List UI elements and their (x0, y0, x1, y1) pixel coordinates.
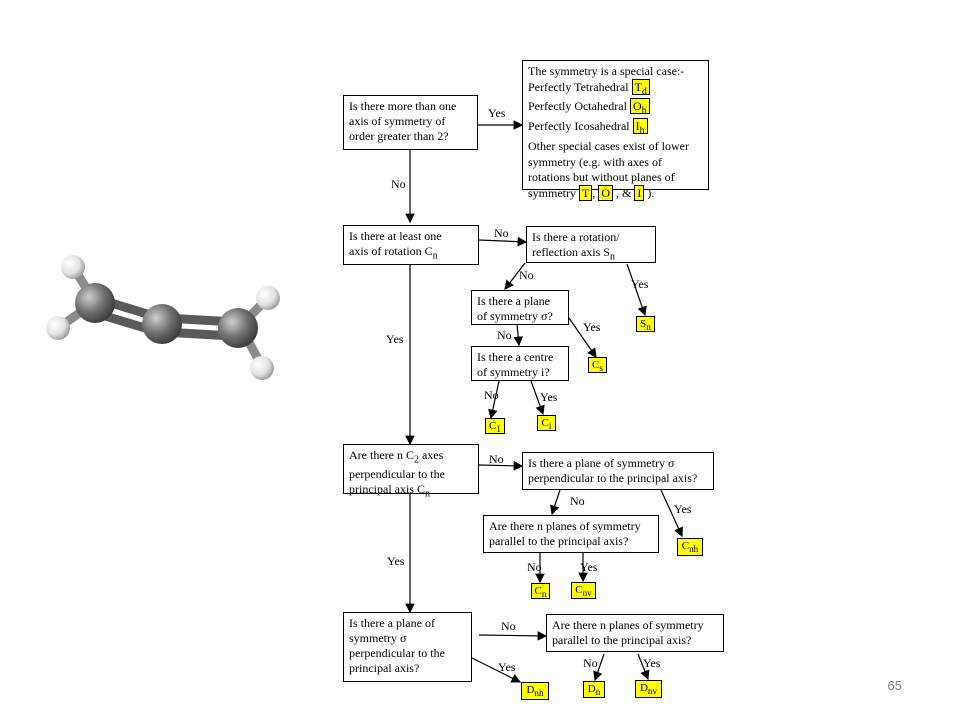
question-line: Is there more than one (349, 99, 457, 113)
label-no: No (497, 328, 512, 342)
other-line: rotations but without planes of (528, 170, 675, 185)
label-yes: Yes (583, 320, 601, 334)
answer-cnh: Cnh (677, 538, 703, 556)
question-vertical-planes: Are there n planes of symmetry parallel … (483, 515, 659, 553)
label-no: No (501, 619, 516, 633)
point-group-td: Td (631, 78, 650, 97)
question-line: Is there a rotation/ (532, 230, 620, 244)
question-line: perpendicular to the principal axis? (528, 471, 698, 485)
point-group-ih: Ih (632, 118, 648, 137)
carbon-atom (218, 308, 258, 348)
answer-cnv: Cnv (571, 582, 596, 599)
question-line: parallel to the principal axis? (489, 534, 629, 548)
label-no: No (570, 494, 585, 508)
point-group-i: I (634, 184, 645, 201)
label-yes: Yes (540, 390, 558, 404)
label-no: No (489, 452, 504, 466)
label-no: No (484, 388, 499, 402)
question-line: Is there a plane (477, 294, 550, 308)
label-yes: Yes (387, 554, 405, 568)
icosahedral-line: Perfectly Icosahedral Ih (528, 118, 703, 139)
page-number: 65 (887, 678, 902, 693)
question-n-c2-axes: Are there n C2 axes perpendicular to the… (343, 444, 479, 500)
question-line: Is there at least one (349, 229, 442, 243)
label-yes: Yes (386, 332, 404, 346)
answer-sn: Sn (636, 316, 655, 332)
question-line: symmetry σ (349, 631, 407, 645)
point-group-oh: Oh (629, 98, 650, 117)
label-no: No (494, 226, 509, 240)
hydrogen-atom (61, 255, 85, 279)
special-case-title: The symmetry is a special case:- (528, 64, 685, 78)
question-multiple-high-order-axes: Is there more than one axis of symmetry … (343, 95, 478, 150)
hydrogen-atom (256, 286, 280, 310)
answer-cn: Cn (531, 583, 550, 599)
question-line: Are there n planes of symmetry (552, 618, 704, 632)
question-centre-of-symmetry: Is there a centre of symmetry i? (471, 346, 569, 381)
question-rotation-reflection-axis: Is there a rotation/ reflection axis Sn (526, 226, 656, 263)
other-line: Other special cases exist of lower (528, 139, 689, 154)
question-line: Is there a plane of (349, 616, 435, 630)
answer-dnv: Dnv (635, 680, 662, 698)
question-horizontal-plane-d: Is there a plane of symmetry σ perpendic… (343, 612, 472, 682)
label-no: No (583, 656, 598, 670)
label-yes: Yes (643, 656, 661, 670)
question-line: of symmetry i? (477, 365, 550, 379)
answer-ci: Ci (537, 415, 556, 431)
hydrogen-atom (250, 356, 274, 380)
question-line: Is there a plane of symmetry σ (528, 456, 675, 470)
question-line: of symmetry σ? (477, 309, 553, 323)
label-yes: Yes (580, 560, 598, 574)
label-no: No (519, 268, 534, 282)
question-line: axis of symmetry of (349, 114, 446, 128)
label-yes: Yes (674, 502, 692, 516)
carbon-atom (142, 304, 182, 344)
answer-dnh: Dnh (521, 682, 549, 700)
question-line: axis of rotation Cn (349, 244, 438, 262)
label-yes: Yes (498, 660, 516, 674)
other-line: symmetry T, O , & I ). (528, 184, 655, 201)
point-group-t: T (579, 184, 593, 201)
special-case-box: The symmetry is a special case:- Perfect… (522, 60, 709, 201)
question-line: Is there a centre (477, 350, 554, 364)
question-line: Are there n C2 axes (349, 448, 444, 466)
label-yes: Yes (631, 277, 649, 291)
question-line: order greater than 2? (349, 129, 449, 143)
label-yes: Yes (488, 106, 506, 120)
answer-cs: Cs (588, 357, 607, 373)
question-line: perpendicular to the (349, 467, 445, 482)
octahedral-line: Perfectly Octahedral Oh (528, 98, 703, 119)
question-line: reflection axis Sn (532, 245, 615, 263)
hydrogen-atom (46, 316, 70, 340)
question-line: Are there n planes of symmetry (489, 519, 641, 533)
point-group-o: O (598, 184, 614, 201)
question-vertical-planes-d: Are there n planes of symmetry parallel … (546, 614, 724, 652)
tetrahedral-line: Perfectly Tetrahedral Td (528, 78, 703, 100)
question-line: principal axis Cn (349, 482, 430, 500)
carbon-atom (75, 283, 115, 323)
question-line: perpendicular to the (349, 646, 445, 660)
answer-dn: Dn (583, 681, 605, 698)
question-rotation-axis: Is there at least one axis of rotation C… (343, 225, 479, 265)
label-no: No (391, 177, 406, 191)
label-no: No (527, 560, 542, 574)
question-line: principal axis? (349, 661, 420, 675)
question-line: parallel to the principal axis? (552, 633, 692, 647)
question-horizontal-plane: Is there a plane of symmetry σ perpendic… (522, 452, 714, 490)
question-plane-of-symmetry: Is there a plane of symmetry σ? (471, 290, 569, 325)
answer-c1: C1 (485, 418, 505, 434)
allene-molecule-image (46, 255, 280, 380)
other-line: symmetry (e.g. with axes of (528, 154, 662, 169)
